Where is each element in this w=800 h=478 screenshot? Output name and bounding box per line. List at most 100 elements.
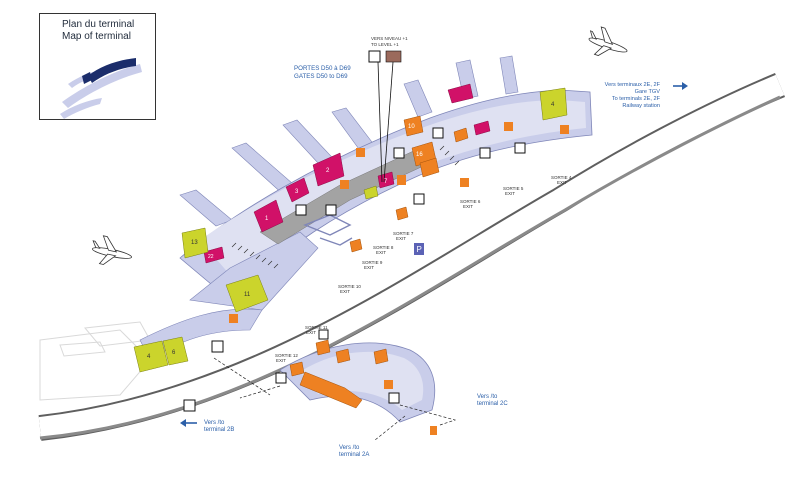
legend-title: Plan du terminal Map of terminal (62, 19, 134, 43)
zone-m1: 1 (265, 216, 269, 222)
bus-icon (318, 329, 329, 340)
restroom-icon (384, 380, 393, 389)
terminal-overview-icon (60, 58, 142, 119)
zone-o10: 10 (408, 124, 415, 130)
service-icons-black (183, 50, 526, 412)
escalator-icon (211, 340, 224, 353)
svg-text:SORTIE 5: SORTIE 5 (503, 186, 524, 191)
zone-y6: 6 (172, 350, 176, 356)
shop-icon (460, 178, 469, 187)
zone-labels: 1 3 2 7 22 10 16 (208, 124, 423, 260)
orange-zones (289, 115, 469, 409)
svg-text:P: P (417, 245, 422, 254)
svg-text:SORTIE 4: SORTIE 4 (551, 175, 572, 180)
direction-2b: Vers /to terminal 2B (204, 420, 234, 433)
main-road (38, 73, 786, 441)
svg-text:Gare TGV: Gare TGV (635, 89, 661, 95)
zone-m22: 22 (208, 254, 214, 260)
zone-y4: 4 (551, 102, 555, 108)
lift-icon (413, 193, 425, 205)
legend-box: Plan du terminal Map of terminal (39, 13, 156, 120)
svg-text:SORTIE 12: SORTIE 12 (275, 353, 298, 358)
plane-departure-icon (368, 50, 381, 63)
svg-text:SORTIE 10: SORTIE 10 (338, 284, 361, 289)
zone-m2: 2 (326, 168, 330, 174)
svg-text:Vers terminaux 2E, 2F: Vers terminaux 2E, 2F (605, 82, 661, 88)
zone-y4b: 4 (147, 354, 151, 360)
svg-text:EXIT: EXIT (306, 330, 316, 335)
level-icon (385, 50, 402, 63)
svg-text:EXIT: EXIT (364, 265, 374, 270)
svg-text:EXIT: EXIT (376, 250, 386, 255)
restroom-icon (229, 314, 238, 323)
direction-2c: Vers /to terminal 2C (477, 394, 508, 407)
svg-text:TO LEVEL +1: TO LEVEL +1 (371, 42, 399, 47)
svg-text:To terminals 2E, 2F: To terminals 2E, 2F (612, 96, 661, 102)
legend-title-en: Map of terminal (62, 31, 131, 42)
direction-2e2f: Vers terminaux 2E, 2F Gare TGV To termin… (605, 82, 661, 109)
luggage-icon (325, 204, 337, 216)
service-icons-orange (229, 122, 569, 435)
yellow-zones (133, 87, 568, 373)
zone-y13: 13 (191, 240, 198, 246)
svg-text:EXIT: EXIT (505, 191, 515, 196)
svg-text:SORTIE 6: SORTIE 6 (460, 199, 481, 204)
svg-text:GATES D50 to D69: GATES D50 to D69 (294, 73, 348, 80)
svg-text:terminal 2B: terminal 2B (204, 427, 234, 433)
luggage-icon (479, 147, 491, 159)
zone-y11: 11 (244, 292, 251, 298)
escalator-icon (514, 142, 526, 154)
svg-text:Vers /to: Vers /to (339, 445, 360, 451)
svg-text:VERS NIVEAU +1: VERS NIVEAU +1 (371, 36, 408, 41)
svg-text:SORTIE 7: SORTIE 7 (393, 231, 414, 236)
lift-icon (275, 372, 287, 384)
restroom-icon (356, 148, 365, 157)
svg-text:Vers /to: Vers /to (477, 394, 498, 400)
svg-text:terminal 2A: terminal 2A (339, 452, 369, 458)
background-buildings (39, 321, 151, 401)
svg-text:Vers /to: Vers /to (204, 420, 225, 426)
escalator-icon (432, 127, 444, 139)
restroom-icon (504, 122, 513, 131)
svg-text:EXIT: EXIT (276, 358, 286, 363)
direction-2a: Vers /to terminal 2A (339, 445, 369, 458)
yellow-zone-labels: 4 13 11 4 6 (147, 102, 555, 360)
arrow-right-icon (673, 82, 688, 90)
svg-text:SORTIE 11: SORTIE 11 (305, 325, 328, 330)
dashed-routes (213, 357, 457, 441)
gates-label: PORTES D50 à D69 GATES D50 to D69 (294, 65, 351, 80)
elevator-icon (295, 204, 307, 216)
svg-text:Railway station: Railway station (622, 103, 660, 109)
level-label: VERS NIVEAU +1 TO LEVEL +1 (371, 36, 408, 47)
restroom-icon (560, 125, 569, 134)
airplane-icon (588, 26, 628, 56)
legend-title-fr: Plan du terminal (62, 19, 135, 30)
terminal-building (139, 55, 593, 361)
airplane-icon (92, 235, 132, 265)
svg-text:EXIT: EXIT (557, 180, 567, 185)
arrow-left-icon (180, 419, 197, 427)
restroom-icon (340, 180, 349, 189)
info-icon (397, 175, 406, 185)
zone-m3: 3 (295, 189, 299, 195)
elevator-icon (393, 147, 405, 159)
svg-text:EXIT: EXIT (463, 204, 473, 209)
escalator-icon (388, 392, 400, 404)
zone-o16: 16 (416, 152, 423, 158)
svg-text:EXIT: EXIT (396, 236, 406, 241)
zone-m7: 7 (384, 179, 388, 185)
svg-text:PORTES D50 à D69: PORTES D50 à D69 (294, 65, 351, 72)
magenta-zones (203, 83, 491, 264)
svg-text:SORTIE 8: SORTIE 8 (373, 245, 394, 250)
